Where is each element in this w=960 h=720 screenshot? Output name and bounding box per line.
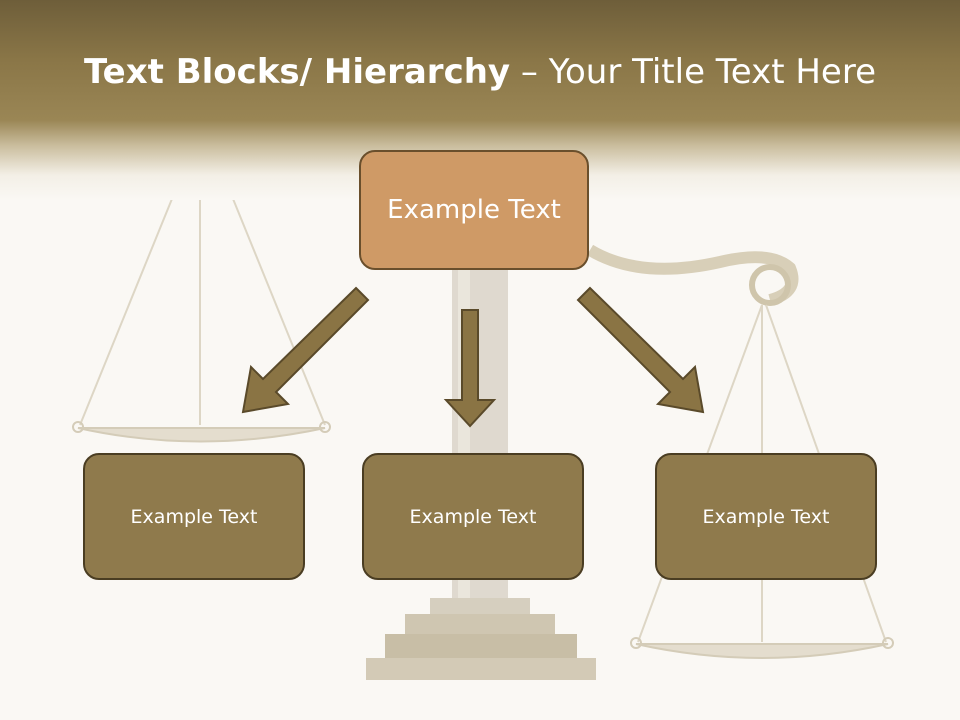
child-node-label: Example Text [130,505,258,528]
child-node-left[interactable]: Example Text [83,453,305,580]
top-node-label: Example Text [387,195,561,225]
child-node-label: Example Text [409,505,537,528]
arrow-center [443,309,497,428]
title-bold-part: Text Blocks/ Hierarchy [83,52,511,92]
title-regular-part: Your Title Text Here [548,52,877,92]
arrow-right [576,286,705,414]
child-node-right[interactable]: Example Text [655,453,877,580]
child-node-label: Example Text [702,505,830,528]
arrow-left [241,286,370,414]
child-node-center[interactable]: Example Text [362,453,584,580]
title-separator: – [510,52,549,92]
top-node[interactable]: Example Text [359,150,589,270]
slide-title: Text Blocks/ Hierarchy – Your Title Text… [0,52,960,92]
